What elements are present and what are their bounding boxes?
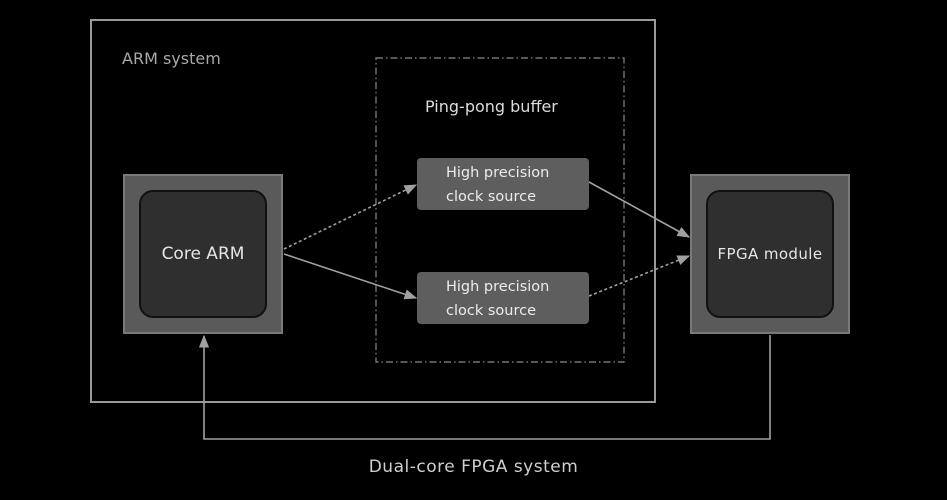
dual-core-system-label: Dual-core FPGA system	[368, 457, 579, 477]
arrow-clock-bottom-to-fpga	[588, 255, 691, 297]
arm-system-frame	[90, 19, 656, 403]
fpga-module-label: FPGA module	[706, 190, 834, 318]
clock-top-line1: High precision	[446, 165, 550, 181]
clock-source-top: High precision clock source	[417, 158, 589, 210]
arrow-arm-to-clock-top	[283, 184, 418, 250]
clock-source-bottom: High precision clock source	[417, 272, 589, 324]
clock-bottom-line2: clock source	[446, 303, 537, 319]
pingpong-buffer-label: Ping-pong buffer	[425, 97, 558, 116]
clock-top-line2: clock source	[446, 189, 537, 205]
core-arm-label: Core ARM	[139, 190, 267, 318]
clock-bottom-line1: High precision	[446, 279, 550, 295]
fpga-module-chip: FPGA module	[690, 174, 850, 334]
feedback-arrow-fpga-to-arm	[198, 334, 771, 440]
arrow-clock-top-to-fpga	[588, 181, 691, 238]
arm-system-label: ARM system	[122, 49, 221, 68]
arrow-arm-to-clock-bottom	[283, 253, 418, 300]
core-arm-chip: Core ARM	[123, 174, 283, 334]
